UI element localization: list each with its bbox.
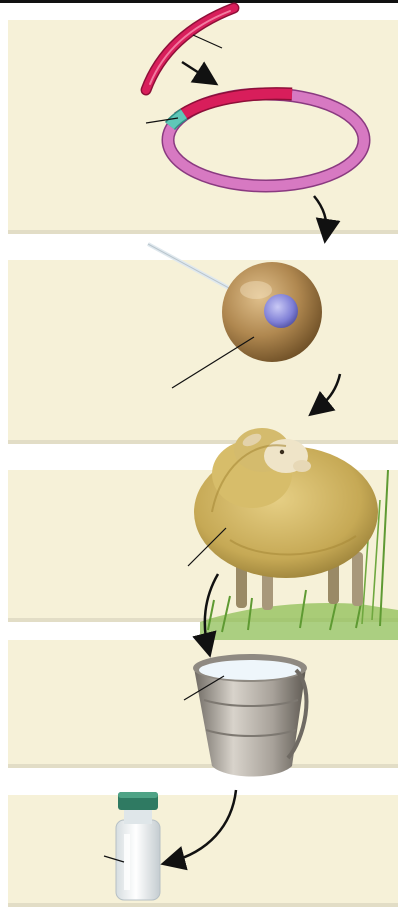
- sheep: [194, 428, 378, 610]
- drug-vial: [116, 792, 160, 900]
- gene-fragment: [146, 8, 234, 90]
- milk-surface: [199, 660, 301, 680]
- egg-nucleus: [264, 294, 298, 328]
- step2-arrow: [316, 374, 340, 410]
- egg-highlight: [240, 281, 272, 299]
- egg-label-line: [172, 337, 254, 388]
- step1-arrow: [314, 196, 327, 234]
- gene-label-line: [193, 35, 222, 48]
- milk-bucket: [193, 654, 307, 777]
- step4-arrow: [170, 790, 236, 862]
- plasmid: [168, 94, 364, 186]
- insertion-arrow: [182, 62, 210, 80]
